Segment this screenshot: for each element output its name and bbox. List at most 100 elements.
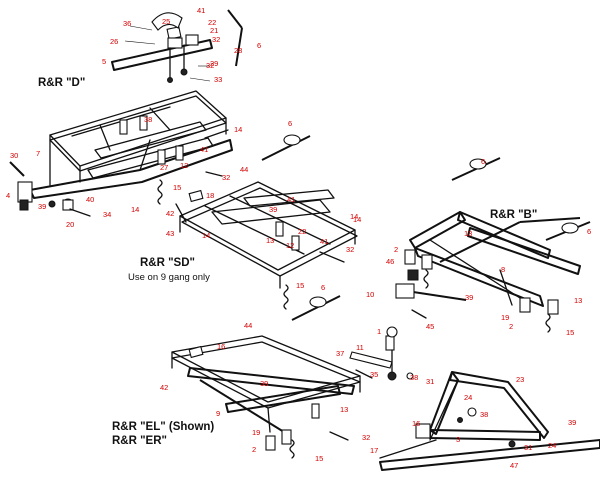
callout-el-2: 2: [252, 445, 256, 454]
assembly-d-exploded-parts: [111, 9, 243, 83]
callout-d-27: 27: [160, 163, 168, 172]
callout-sd-39: 39: [269, 205, 277, 214]
callout-d-12: 12: [180, 161, 188, 170]
callout-sd-14: 14: [202, 231, 210, 240]
callout-hitch-17: 17: [370, 446, 378, 455]
callout-b-45: 45: [426, 322, 434, 331]
callout-d-30: 30: [10, 151, 18, 160]
callout-sd-41: 41: [320, 237, 328, 246]
callout-sd-18: 18: [206, 191, 214, 200]
callout-b-19: 19: [501, 313, 509, 322]
callout-sd-42: 42: [166, 209, 174, 218]
callout-b-2: 2: [394, 245, 398, 254]
callouts-assembly-b: 6 13 2 6 46 8 10 39 19 13 45 2 15: [366, 157, 591, 337]
callout-sd-43: 43: [166, 229, 174, 238]
callout-d-5: 5: [102, 57, 106, 66]
callout-d-22: 22: [208, 18, 216, 27]
title-sd: R&R "SD": [140, 257, 195, 269]
callout-el-19: 19: [252, 428, 260, 437]
callout-d-28: 28: [234, 46, 242, 55]
callout-el-39: 39: [260, 379, 268, 388]
callout-b-15: 15: [566, 328, 574, 337]
callout-sd-6: 6: [288, 119, 292, 128]
callout-d-34: 34: [103, 210, 111, 219]
title-er: R&R "ER": [112, 435, 167, 447]
callout-sd-14: 14: [350, 212, 358, 221]
callout-d-32: 32: [222, 173, 230, 182]
callout-d-6: 6: [257, 41, 261, 50]
hitch-assembly: [349, 326, 600, 471]
callout-d-29: 29: [210, 59, 218, 68]
callout-hitch-35: 35: [370, 370, 378, 379]
title-el: R&R "EL" (Shown): [112, 421, 214, 433]
callout-b-13: 13: [464, 229, 472, 238]
assembly-d-frame: [9, 90, 233, 217]
callout-sd-32: 32: [346, 245, 354, 254]
title-d: R&R "D": [38, 77, 85, 89]
assembly-sd-frame: [175, 134, 358, 310]
callout-hitch-1: 1: [377, 327, 381, 336]
callouts-assembly-sd: 14 44 18 42 39 41 13 43 22 41 32 12 14 15 14 6: [166, 119, 361, 290]
callout-hitch-23: 23: [516, 375, 524, 384]
callout-hitch-11: 11: [356, 343, 364, 352]
callout-b-10: 10: [366, 290, 374, 299]
callout-sd-13: 13: [266, 236, 274, 245]
callout-d-41: 41: [197, 6, 205, 15]
callout-sd-15: 15: [296, 281, 304, 290]
callout-hitch-38: 38: [410, 373, 418, 382]
callout-hitch-3: 3: [456, 435, 460, 444]
callout-el-32: 32: [362, 433, 370, 442]
callout-sd-44: 44: [240, 165, 248, 174]
callout-sd-41: 41: [287, 195, 295, 204]
callout-d-32: 32: [206, 61, 214, 70]
callout-el-13: 13: [340, 405, 348, 414]
assembly-b-frame: [395, 157, 591, 333]
callout-hitch-37: 37: [336, 349, 344, 358]
callout-hitch-31: 31: [426, 377, 434, 386]
callout-d-14: 14: [131, 205, 139, 214]
callout-d-33: 33: [214, 75, 222, 84]
callout-d-7: 7: [36, 149, 40, 158]
callout-el-44: 44: [244, 321, 252, 330]
callout-hitch-47: 47: [510, 461, 518, 470]
assembly-titles: R&R "D" R&R "SD" Use on 9 gang only R&R …: [38, 77, 537, 447]
callout-d-26: 26: [110, 37, 118, 46]
callout-d-14: 14: [234, 125, 242, 134]
callout-b-8: 8: [501, 265, 505, 274]
callout-d-4: 4: [6, 191, 10, 200]
callout-sd-14: 14: [353, 215, 361, 224]
callout-d-39: 39: [38, 202, 46, 211]
callout-d-32: 32: [212, 35, 220, 44]
callout-hitch-24: 24: [548, 441, 556, 450]
callout-el-16: 16: [217, 342, 225, 351]
callout-b-39: 39: [465, 293, 473, 302]
assembly-el-frame: [171, 295, 361, 459]
callout-el-15: 15: [315, 454, 323, 463]
callout-el-6: 6: [321, 283, 325, 292]
title-b: R&R "B": [490, 209, 537, 221]
callout-hitch-24: 24: [464, 393, 472, 402]
callout-b-6: 6: [587, 227, 591, 236]
callout-d-38: 38: [144, 115, 152, 124]
callout-b-2: 2: [509, 322, 513, 331]
callout-el-9: 9: [216, 409, 220, 418]
callout-d-20: 20: [66, 220, 74, 229]
callout-d-25: 25: [162, 17, 170, 26]
callout-d-15: 15: [173, 183, 181, 192]
callout-el-42: 42: [160, 383, 168, 392]
callout-sd-22: 22: [298, 227, 306, 236]
callout-b-46: 46: [386, 257, 394, 266]
title-sd-note: Use on 9 gang only: [128, 272, 210, 283]
callouts-assembly-el: 6 44 16 42 39 9 13 19 32 2 15: [160, 283, 370, 463]
callout-b-6: 6: [481, 157, 485, 166]
callout-d-40: 40: [86, 195, 94, 204]
callout-hitch-31: 31: [524, 443, 532, 452]
callout-hitch-39: 39: [568, 418, 576, 427]
callout-hitch-38: 38: [480, 410, 488, 419]
callout-d-21: 21: [210, 26, 218, 35]
callout-b-13: 13: [574, 296, 582, 305]
callout-d-41: 41: [200, 145, 208, 154]
